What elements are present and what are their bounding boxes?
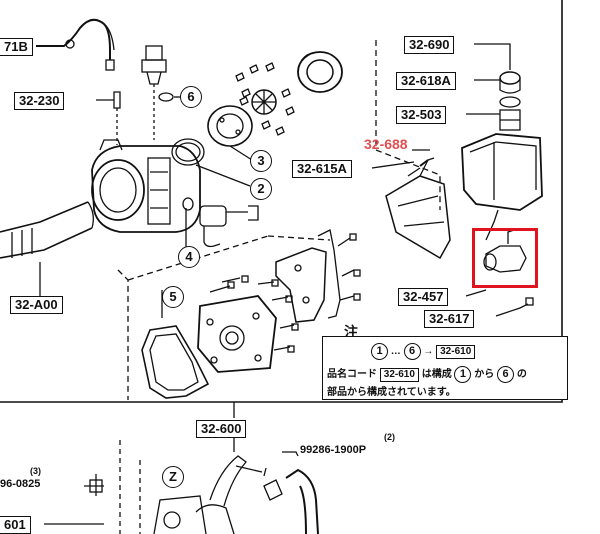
note-range-sep: … <box>390 346 401 357</box>
part-label-32-617[interactable]: 32-617 <box>424 310 475 328</box>
note-line2-to: 6 <box>497 366 515 383</box>
part-label-32-600[interactable]: 32-600 <box>196 420 247 438</box>
highlight-box <box>472 228 538 288</box>
part-label-32-a00[interactable]: 32-A00 <box>10 296 63 314</box>
part-label-0825-qty: (3) <box>30 466 41 476</box>
part-label-32-615a[interactable]: 32-615A <box>292 160 352 178</box>
note-range-start: 1 <box>371 343 388 360</box>
part-label-99286-qty: (2) <box>384 432 395 442</box>
callout-2: 2 <box>250 178 272 200</box>
note-arrow: → <box>423 346 434 357</box>
note-line2-mid: は構成 <box>421 369 452 380</box>
callout-5: 5 <box>162 286 184 308</box>
part-label-32-503[interactable]: 32-503 <box>396 106 447 124</box>
callout-4: 4 <box>178 246 200 268</box>
part-label-71b[interactable]: 71B <box>0 38 33 56</box>
part-label-32-618a[interactable]: 32-618A <box>396 72 456 90</box>
part-label-32-690[interactable]: 32-690 <box>404 36 455 54</box>
note-line2-prefix: 品名コード <box>327 369 377 380</box>
callout-6: 6 <box>180 86 202 108</box>
callout-z: Z <box>162 466 184 488</box>
note-line2-from: 1 <box>454 366 472 383</box>
callout-3: 3 <box>250 150 272 172</box>
note-line3: 部品から構成されています。 <box>327 387 456 398</box>
note-line2-kara: から <box>474 369 495 380</box>
note-range-end: 6 <box>403 343 421 360</box>
part-label-99286[interactable]: 99286-1900P <box>300 444 367 456</box>
note-box: 1 … 6 → 32-610 品名コード 32-610 は構成 1 から 6 の… <box>322 336 568 400</box>
part-label-0825[interactable]: 96-0825 <box>0 478 41 490</box>
part-label-32-457[interactable]: 32-457 <box>398 288 449 306</box>
note-line2-suffix: の <box>516 369 527 380</box>
part-label-32-688[interactable]: 32-688 <box>364 136 408 152</box>
part-label-32-230[interactable]: 32-230 <box>14 92 65 110</box>
note-range-target[interactable]: 32-610 <box>436 345 476 359</box>
note-line2-code[interactable]: 32-610 <box>379 368 419 382</box>
part-label-601[interactable]: 601 <box>0 516 31 534</box>
